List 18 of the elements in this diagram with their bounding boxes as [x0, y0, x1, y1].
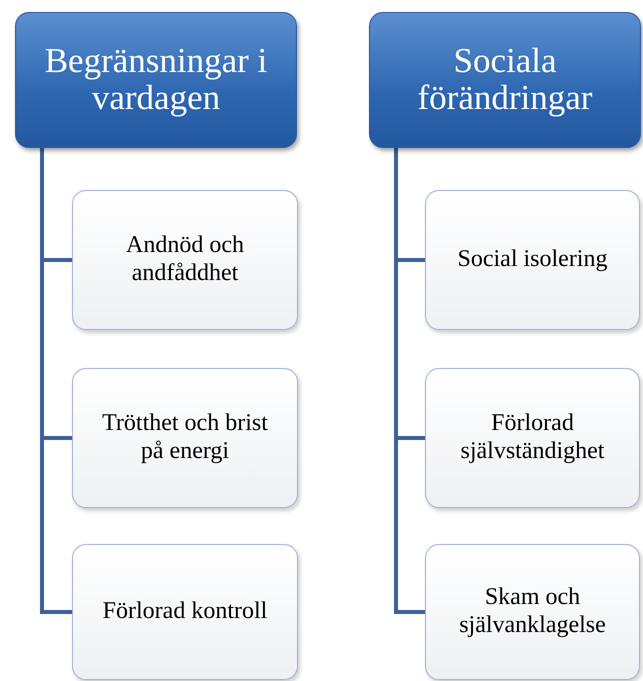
item-box — [72, 544, 298, 680]
category-box — [369, 12, 641, 148]
item-box — [72, 190, 298, 330]
item-label: Förlorad självständighet — [460, 410, 606, 466]
item-label: Andnöd och andfåddhet — [125, 232, 245, 288]
connector-line — [394, 148, 425, 614]
item-box — [425, 190, 640, 330]
item-box — [425, 368, 640, 508]
category-title: Sociala förändringar — [416, 43, 594, 117]
item-box — [425, 544, 640, 680]
item-label: Skam och självanklagelse — [458, 584, 607, 640]
category-title: Begränsningar i vardagen — [44, 43, 268, 117]
item-label: Förlorad kontroll — [102, 598, 268, 626]
category-box — [15, 12, 297, 148]
item-label: Social isolering — [458, 246, 608, 274]
item-label: Trötthet och brist på energi — [101, 410, 269, 466]
item-box — [72, 368, 298, 508]
connector-line — [40, 148, 72, 614]
